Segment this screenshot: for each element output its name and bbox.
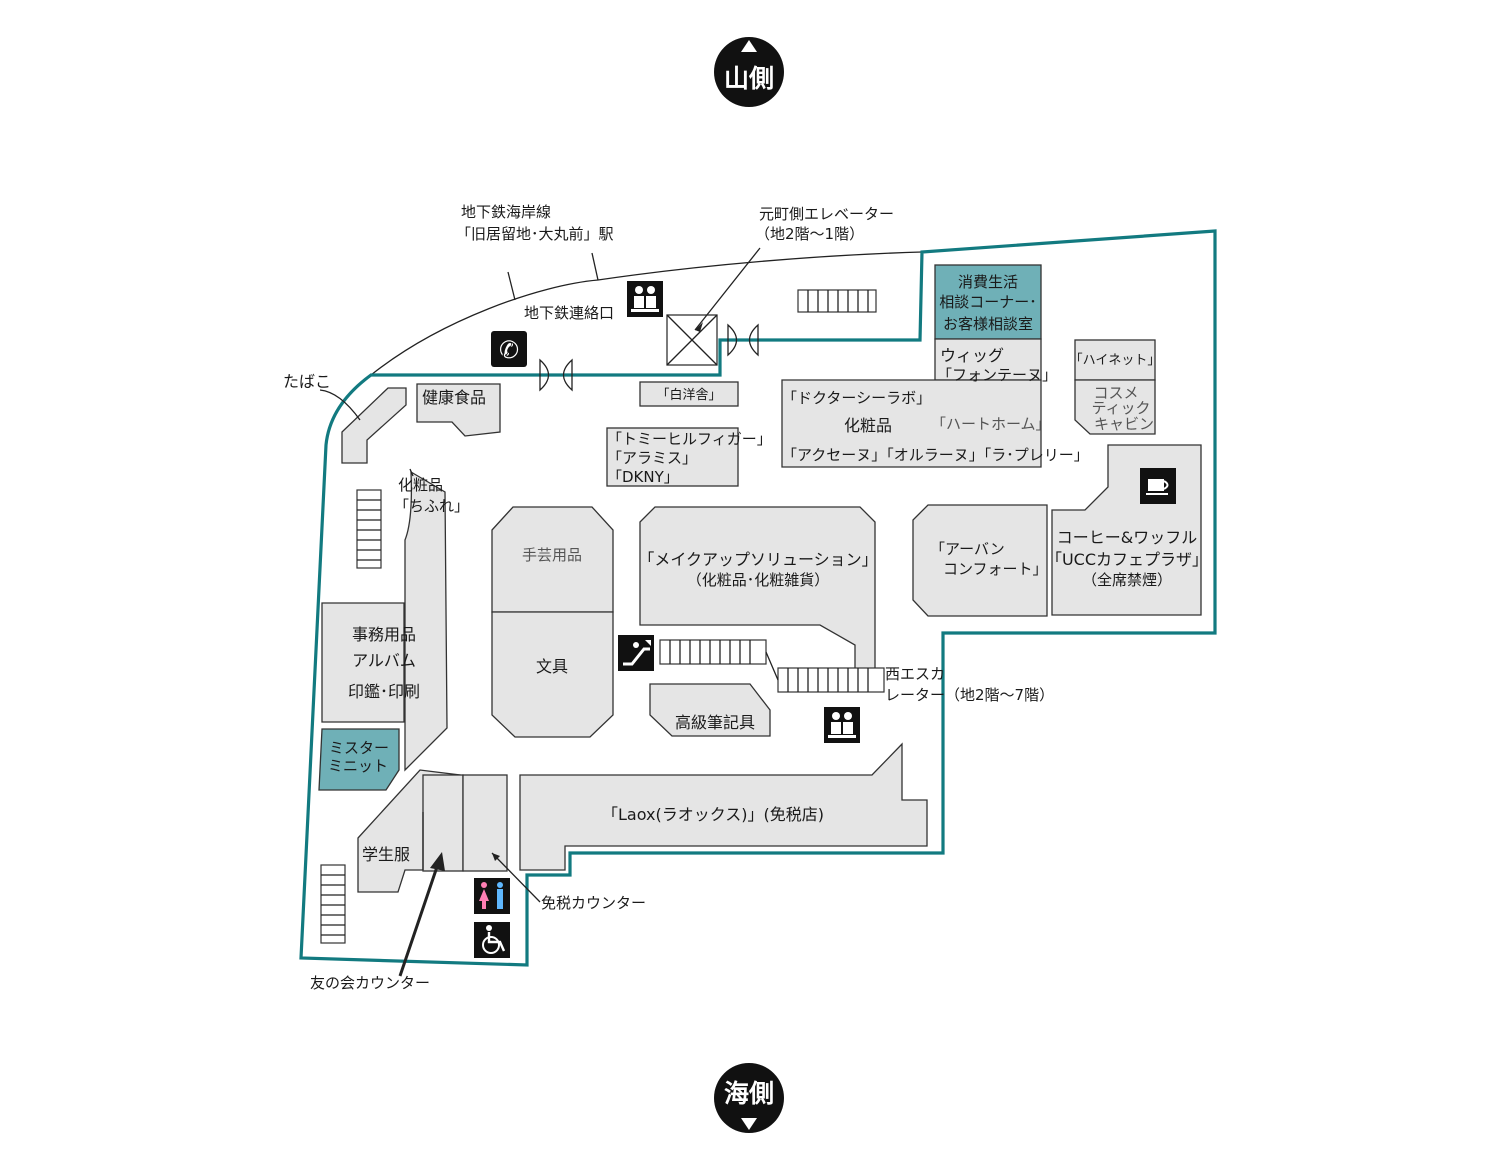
shop-mister-minit[interactable] (318, 728, 400, 791)
cosmetics-label: 化粧品 (844, 416, 892, 435)
elevator-shaft (666, 314, 718, 366)
shop-laox[interactable] (519, 742, 928, 871)
tobacco-label: たばこ (283, 372, 331, 391)
friends-pointer (398, 857, 442, 977)
taxfree-counter-label: 免税カウンター (541, 894, 646, 912)
mister-label-1: ミスター (329, 739, 389, 757)
consult-label-2: 相談コーナー･ (939, 293, 1037, 311)
laox-label: 「Laox(ラオックス)」(免税店) (602, 805, 824, 824)
makeup-label-2: （化粧品･化粧雑貨） (687, 571, 830, 589)
tommy-label: 「トミーヒルフィガー」 (607, 430, 772, 448)
wheelchair-icon[interactable] (474, 922, 510, 958)
subway-passage-line (370, 251, 923, 376)
friends-counter-label: 友の会カウンター (310, 974, 430, 992)
stairs-left (356, 489, 382, 569)
cosme-label-3: キャビン (1094, 415, 1154, 433)
office-label-2: アルバム (352, 651, 416, 670)
elevator-label: 元町側エレベーター (759, 205, 894, 223)
shop-chifure[interactable] (404, 470, 448, 772)
stairs-top (797, 289, 877, 313)
shop-health-food[interactable] (416, 383, 501, 437)
north-label: 山側 (724, 64, 774, 93)
subway-line-label: 地下鉄海岸線 (461, 203, 551, 221)
uniform-label: 学生服 (362, 845, 410, 864)
hearthome-label: 「ハートホーム」 (931, 415, 1051, 433)
aramis-label: 「アラミス」 (607, 449, 697, 467)
pens-label: 高級筆記具 (675, 713, 755, 732)
shop-tobacco[interactable] (341, 387, 407, 464)
shop-hinet[interactable] (1074, 339, 1156, 381)
taxfree-pointer (491, 852, 541, 903)
friends-counter-area (422, 774, 464, 872)
shop-urban-comfort[interactable] (912, 504, 1048, 617)
taxfree-counter-area (462, 774, 508, 872)
dkny-label: 「DKNY」 (607, 468, 679, 486)
elevator-icon[interactable] (824, 707, 860, 743)
makeup-label-1: 「メイクアップソリューション」 (638, 550, 877, 569)
shop-stationery[interactable] (491, 611, 614, 738)
svg-text:✆: ✆ (499, 336, 519, 364)
shop-hakuyosha[interactable] (639, 381, 739, 407)
cosme-label-2: ティック (1091, 399, 1150, 417)
consultation-corner[interactable] (934, 264, 1042, 340)
stationery-label: 文具 (536, 657, 568, 676)
coffee-label-2: 「UCCカフェプラザ」 (1046, 550, 1208, 569)
shop-tommy-aramis-dkny[interactable] (606, 427, 739, 487)
elevator-floors-label: （地2階～1階） (755, 225, 864, 243)
west-escalator-label-2: レーター（地2階～7階） (885, 686, 1054, 704)
south-label: 海側 (724, 1079, 774, 1108)
west-escalator-label-1: 西エスカ (885, 665, 945, 683)
cafe-icon[interactable] (1140, 468, 1176, 504)
urban-label-1: 「アーバン (930, 540, 1005, 558)
escalator-icon[interactable] (618, 635, 654, 671)
chifure-label-2: 「ちふれ」 (394, 497, 469, 515)
shop-pens[interactable] (649, 683, 771, 737)
consult-label-1: 消費生活 (958, 273, 1018, 291)
elevator-pointer (694, 247, 761, 331)
shop-cosmetics[interactable] (781, 379, 1042, 468)
floor-boundary (299, 229, 1217, 967)
chifure-label-1: 化粧品 (398, 476, 443, 494)
door-left (539, 358, 573, 392)
shop-office-supplies[interactable] (321, 602, 405, 723)
office-label-3: 印鑑･印刷 (348, 682, 420, 701)
door-upper (727, 323, 759, 357)
brands-row-label: 「アクセーヌ」「オルラーヌ」「ラ･プレリー」 (782, 446, 1089, 464)
coffee-label-1: コーヒー&ワッフル (1057, 528, 1197, 547)
hakuyosha-label: 「白洋舎」 (656, 387, 721, 403)
mister-label-2: ミニット (328, 757, 388, 775)
health-food-label: 健康食品 (422, 388, 486, 407)
urban-label-2: コンフォート」 (943, 560, 1048, 578)
west-escalator (659, 639, 885, 693)
south-compass: 海側 (714, 1063, 784, 1133)
tobacco-pointer (319, 389, 361, 421)
cosme-label-1: コスメ (1093, 384, 1138, 402)
office-label-1: 事務用品 (352, 625, 416, 644)
fontaine-label: 「フォンテーヌ」 (937, 366, 1057, 384)
subway-station-label: 「旧居留地･大丸前」駅 (456, 225, 614, 243)
coffee-label-3: （全席禁煙） (1082, 571, 1172, 589)
consult-label-3: お客様相談室 (943, 315, 1033, 333)
north-compass: 山側 (714, 37, 784, 107)
wig-label: ウィッグ (940, 346, 1004, 365)
restroom-icon[interactable] (474, 878, 510, 914)
drlabo-label: 「ドクターシーラボ」 (782, 389, 931, 407)
stairs-bottom (320, 864, 346, 944)
shop-cosmetic-cabin[interactable] (1074, 379, 1156, 435)
telephone-icon[interactable]: ✆ (491, 331, 527, 367)
elevator-icon[interactable] (627, 281, 663, 317)
subway-exit-label: 地下鉄連絡口 (524, 304, 614, 322)
handicraft-label: 手芸用品 (522, 546, 582, 564)
hinet-label: 「ハイネット」 (1070, 353, 1161, 368)
